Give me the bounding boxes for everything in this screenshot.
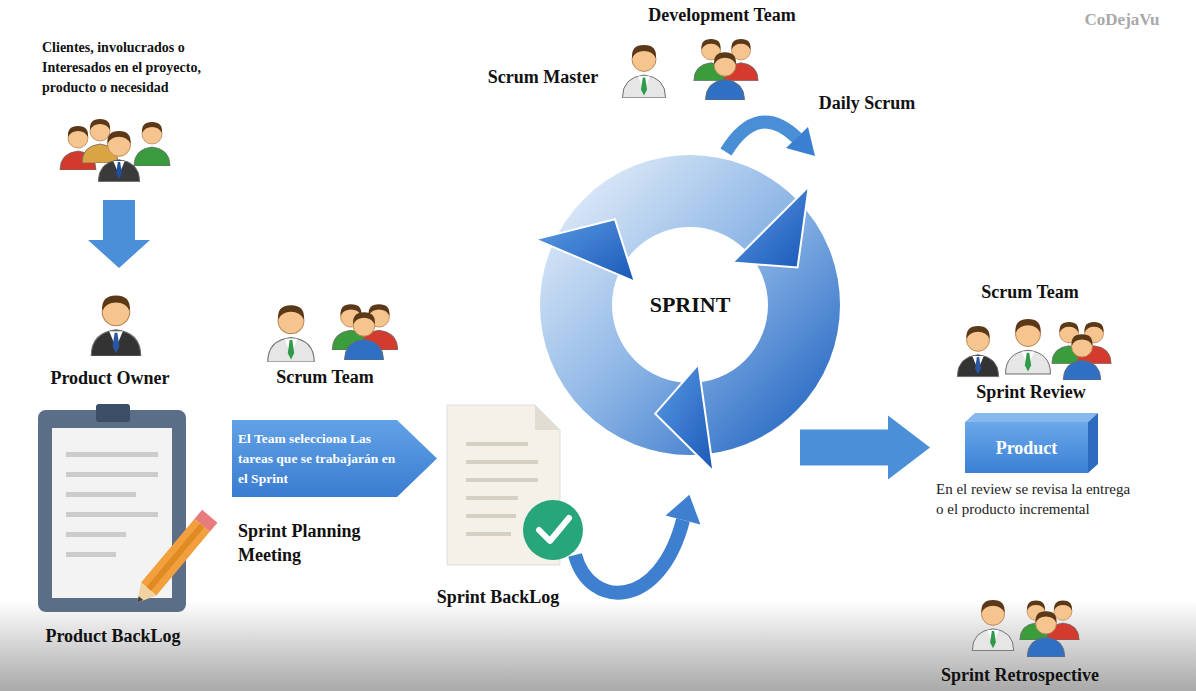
event-label: Sprint Retrospective — [941, 665, 1099, 686]
event-label: Sprint Planning Meeting — [238, 519, 403, 567]
stakeholder-text: Clientes, involucrados o Interesados en … — [42, 38, 248, 98]
event-label: Sprint Review — [976, 382, 1086, 403]
development-team-icons — [694, 39, 758, 100]
sprint-cycle: SPRINT — [525, 140, 855, 470]
band-text: El Team selecciona Las tareas que se tra… — [238, 429, 398, 489]
product-box-faces — [965, 413, 1098, 473]
clipboard-icon — [38, 404, 217, 612]
scrum-team-icons — [268, 304, 398, 362]
retrospective-team-icons — [972, 600, 1079, 657]
event-label: Daily Scrum — [819, 93, 916, 114]
scrum-master-icon — [622, 45, 665, 98]
cycle-title: SPRINT — [525, 292, 855, 318]
flow-arrow — [800, 416, 930, 480]
artifact-label: Product BackLog — [18, 625, 208, 647]
watermark: CoDejaVu — [1085, 10, 1160, 30]
document-icon — [447, 405, 583, 565]
role-label: Product Owner — [30, 367, 190, 389]
note-text: En el review se revisa la entrega o el p… — [936, 479, 1131, 519]
stakeholder-group: Clientes, involucrados o Interesados en … — [38, 30, 250, 185]
curved-flow-arrow — [575, 495, 700, 593]
stakeholder-icons — [60, 119, 170, 182]
role-label: Scrum Master — [488, 67, 598, 88]
product-box: Product — [965, 422, 1088, 473]
box-text: Product — [965, 437, 1088, 458]
artifact-label: Sprint BackLog — [418, 586, 578, 608]
team-label: Scrum Team — [981, 282, 1079, 303]
product-owner: Product Owner — [30, 285, 190, 395]
flow-arrow — [88, 200, 150, 268]
sprint-backlog: Sprint BackLog — [418, 400, 578, 610]
planning-arrow-band: El Team selecciona Las tareas que se tra… — [232, 420, 437, 497]
daily-scrum-arrow — [726, 122, 815, 156]
team-label: Scrum Team — [276, 367, 374, 388]
product-backlog: Product BackLog — [18, 400, 208, 650]
team-label: Development Team — [648, 5, 796, 26]
bottom-fade — [0, 600, 1196, 691]
product-owner-icon — [91, 296, 141, 357]
review-team-icons — [957, 319, 1111, 380]
